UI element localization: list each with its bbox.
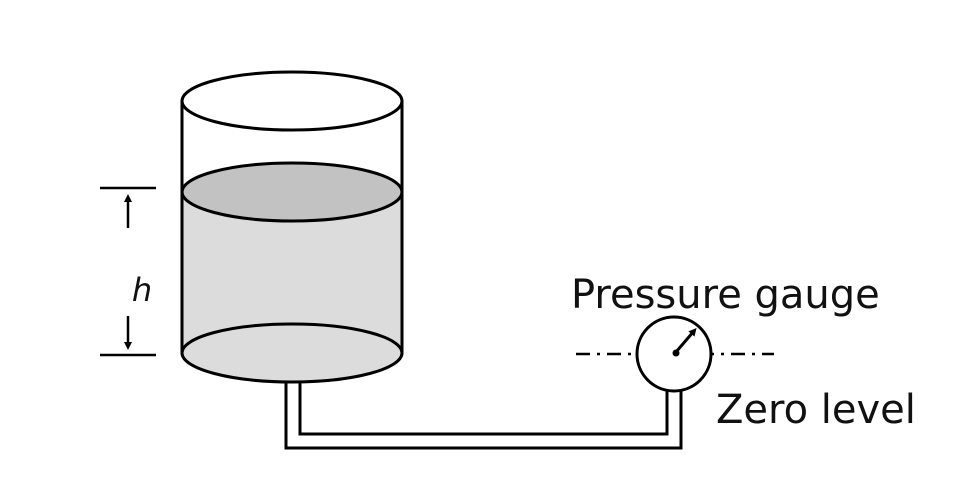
tank-top-rim (180, 70, 404, 132)
pipe-outer-wall (284, 383, 683, 450)
liquid-surface (180, 161, 404, 223)
height-dimension (100, 186, 156, 357)
gauge-pivot (672, 349, 680, 357)
gauge-needle (674, 327, 697, 353)
tank (180, 70, 404, 384)
pressure-gauge (635, 315, 713, 393)
connecting-pipe (284, 383, 683, 450)
tank-bottom (180, 322, 404, 384)
pipe-inner-wall (298, 383, 669, 436)
pressure-gauge-label: Pressure gauge (571, 272, 880, 318)
height-label: h (132, 271, 152, 309)
zero-level-label: Zero level (716, 387, 916, 433)
